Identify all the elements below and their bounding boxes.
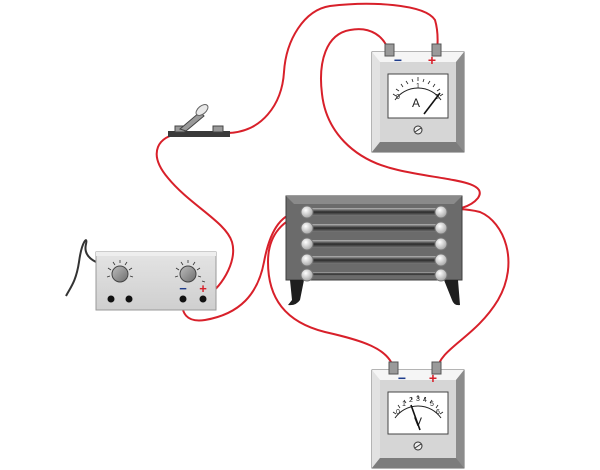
voltmeter-negative-terminal[interactable] [388,361,399,375]
switch-blade [179,111,205,132]
voltmeter-scale-6: 6 [436,409,440,416]
supply-negative-jack[interactable] [179,295,187,303]
ammeter-needle [423,92,441,115]
voltmeter: − + 0 1 2 3 4 5 6 V [371,361,465,469]
supply-pos-mark: + [199,281,207,296]
power-supply: − + [95,251,217,311]
supply-neg-mark: − [179,281,187,296]
ammeter: − + 0 1 2 A [371,43,465,153]
wire-voltmeter-neg [266,213,395,371]
ammeter-scale-1: 1 [416,83,420,90]
power-cord [65,239,97,297]
ammeter-symbol: A [412,96,420,110]
rheostat-terminal-l5[interactable] [300,268,314,282]
power-supply-case [95,251,217,311]
ammeter-pos-mark: + [428,52,436,68]
voltmeter-scale-3: 3 [416,396,420,403]
rheostat-terminal-l4[interactable] [300,253,314,267]
knife-switch[interactable] [168,102,230,137]
wires [65,2,510,371]
rheostat-leg-left [288,280,304,306]
rheostat-leg-right [444,280,460,306]
rheostat-terminal-l2[interactable] [300,221,314,235]
rheostat-terminal-l3[interactable] [300,237,314,251]
voltmeter-needle [410,404,421,431]
voltmeter-scale-1: 1 [402,401,406,408]
voltmeter-positive-terminal[interactable] [431,361,442,375]
voltmeter-scale-0: 0 [396,409,400,416]
ammeter-negative-terminal[interactable] [384,43,395,57]
rheostat-coils [308,208,440,276]
wire-rheostat-to-supply [181,210,306,322]
voltmeter-pos-mark: + [429,370,437,386]
voltmeter-scale-4: 4 [423,397,427,404]
ammeter-neg-mark: − [394,52,402,68]
output-jack-1[interactable] [107,295,115,303]
output-jack-2[interactable] [125,295,133,303]
rheostat [285,195,463,306]
right-knob[interactable] [179,265,197,283]
switch-handle [195,104,209,116]
ammeter-scale-0: 0 [396,94,400,101]
voltmeter-scale-5: 5 [430,401,434,408]
rheostat-terminal-r2[interactable] [434,221,448,235]
right-knob-scale [174,260,206,283]
wire-switch-to-ammeter [225,2,439,134]
voltmeter-scale-2: 2 [409,397,413,404]
voltmeter-symbol: V [414,415,422,429]
voltmeter-neg-mark: − [398,370,406,386]
voltmeter-scale-ticks [392,395,444,415]
wire-supply-to-switch [155,133,235,300]
rheostat-terminal-r5[interactable] [434,268,448,282]
rheostat-right-terminals [434,205,448,282]
ammeter-scale-ticks [392,77,444,97]
wire-ammeter-to-rheostat [320,28,481,212]
left-knob[interactable] [111,265,129,283]
rheostat-terminal-r3[interactable] [434,237,448,251]
ammeter-positive-terminal[interactable] [431,43,442,57]
rheostat-terminal-r4[interactable] [434,253,448,267]
supply-positive-jack[interactable] [199,295,207,303]
switch-base [168,131,230,137]
rheostat-terminal-l1[interactable] [300,205,314,219]
rheostat-terminal-r1[interactable] [434,205,448,219]
rheostat-left-terminals [300,205,314,282]
wire-voltmeter-pos [436,208,510,371]
left-knob-scale [106,260,134,278]
